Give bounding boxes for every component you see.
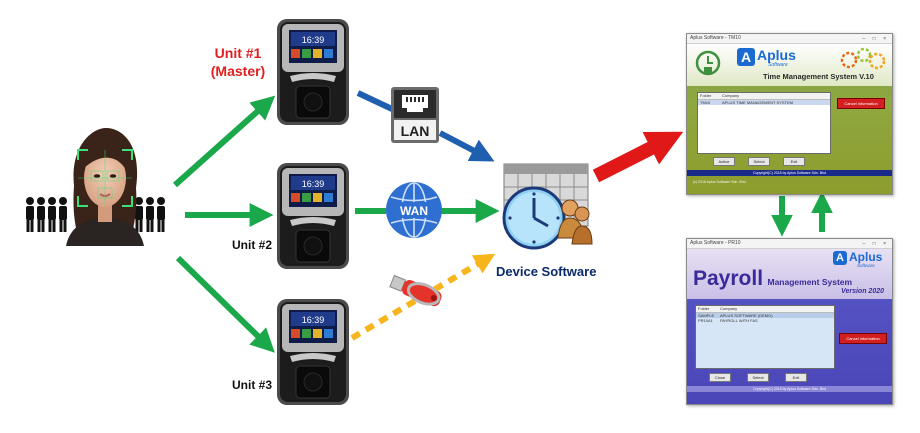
table-cell-folder: SAMPLE xyxy=(698,313,715,318)
globe-icon: WAN xyxy=(386,182,442,238)
window-title: Aplus Software - PR10 xyxy=(690,240,741,246)
time-company-table[interactable]: Folder Company TM10 APLUS TIME MANAGEMENT … xyxy=(697,92,831,154)
arrow-software-to-apps xyxy=(592,131,684,183)
unit-2-label: Unit #2 xyxy=(232,238,273,252)
payroll-status-bar: Copyright(C) 2019 by Aplus Software Sdn.… xyxy=(687,386,892,392)
aplus-a-icon: A xyxy=(737,48,755,66)
time-app-body: A Aplus Software Time Management System … xyxy=(687,44,892,194)
window-title: Aplus Software - TM10 xyxy=(690,35,741,41)
exit-button[interactable]: Exit xyxy=(785,373,807,382)
unit-1-role: (Master) xyxy=(210,63,266,79)
device-screen-time: 16:39 xyxy=(302,179,325,189)
table-cell-company: APLUS TIME MANAGEMENT SYSTEM xyxy=(722,100,793,105)
gears-logo-icon xyxy=(840,47,886,70)
table-row[interactable]: PR10A1 PAYROLL WITH FAS xyxy=(696,318,834,323)
wan-label: WAN xyxy=(400,204,428,218)
time-attendance-terminal-icon: 16:39 xyxy=(277,299,349,405)
time-management-window: Aplus Software - TM10 – □ × A Aplus Soft… xyxy=(686,33,893,195)
device-unit-3: 16:39 xyxy=(276,298,350,406)
device-unit-1: 16:39 xyxy=(276,18,350,126)
window-title-bar: Aplus Software - TM10 – □ × xyxy=(687,34,892,44)
unit-3-label: Unit #3 xyxy=(232,378,273,392)
active-button[interactable]: Active xyxy=(713,157,735,166)
payroll-app-header: A Aplus Software Payroll Management Syst… xyxy=(687,249,892,299)
exit-button[interactable]: Exit xyxy=(783,157,805,166)
device-software-icon xyxy=(496,160,594,254)
aplus-brand-sub: Software xyxy=(857,263,875,268)
table-cell-folder: TM10 xyxy=(700,100,711,105)
table-header-company: Company xyxy=(722,93,740,98)
table-cell-folder: PR10A1 xyxy=(698,318,713,323)
device-unit-2: 16:39 xyxy=(276,162,350,270)
table-header-folder: Folder xyxy=(698,306,710,311)
aplus-brand: Aplus xyxy=(849,250,883,264)
device-screen-time: 16:39 xyxy=(302,35,325,45)
aplus-brand-sub: Software xyxy=(768,62,788,68)
table-header-folder: Folder xyxy=(700,93,712,98)
face-scan-portrait xyxy=(62,126,148,246)
table-header: Folder Company xyxy=(696,306,834,313)
time-attendance-terminal-icon: 16:39 xyxy=(277,163,349,269)
aplus-a-icon: A xyxy=(833,251,847,265)
crowd-icon xyxy=(26,197,165,232)
close-button[interactable]: Close xyxy=(709,373,731,382)
clock-calendar-icon xyxy=(502,163,593,250)
payroll-version: Version 2020 xyxy=(841,288,884,295)
time-status-bar: Copyright(C) 2018 by Aplus Software Sdn.… xyxy=(687,170,892,176)
device-screen-time: 16:39 xyxy=(302,315,325,325)
ethernet-port-icon: LAN xyxy=(391,87,439,143)
arrow-person-to-unit3 xyxy=(175,255,275,353)
window-controls-icon[interactable]: – □ × xyxy=(862,241,889,247)
device-software-label: Device Software xyxy=(496,264,597,279)
payroll-title-rest: Management System xyxy=(767,277,853,287)
unit-1-name: Unit #1 xyxy=(214,45,262,61)
time-app-product-title: Time Management System V.10 xyxy=(763,72,874,81)
table-header: Folder Company xyxy=(698,93,830,100)
table-header-company: Company xyxy=(720,306,738,311)
select-button[interactable]: Select xyxy=(748,157,770,166)
lan-icon: LAN xyxy=(390,86,440,144)
time-attendance-terminal-icon: 16:39 xyxy=(277,19,349,125)
window-title-bar: Aplus Software - PR10 – □ × xyxy=(687,239,892,249)
window-controls-icon[interactable]: – □ × xyxy=(862,36,889,42)
unit-1-label: Unit #1 (Master) xyxy=(196,44,280,80)
select-button[interactable]: Select xyxy=(747,373,769,382)
payroll-management-window: Aplus Software - PR10 – □ × A Aplus Soft… xyxy=(686,238,893,405)
payroll-app-body: A Aplus Software Payroll Management Syst… xyxy=(687,249,892,404)
table-row[interactable]: SAMPLE APLUS SOFTWARE (DEMO) xyxy=(696,313,834,318)
arrow-person-to-unit1 xyxy=(173,95,276,188)
time-footer: (c) 2018 Aplus Software Sdn. Bhd. xyxy=(693,180,747,184)
payroll-title: Payroll Management System xyxy=(693,267,852,291)
table-row[interactable]: TM10 APLUS TIME MANAGEMENT SYSTEM xyxy=(698,100,830,105)
face-portrait-icon xyxy=(66,128,144,246)
usb-flash-drive-icon xyxy=(389,274,442,307)
table-cell-company: PAYROLL WITH FAS xyxy=(720,318,758,323)
wan-icon: WAN xyxy=(384,180,444,240)
cancel-information-button[interactable]: Cancel information xyxy=(837,98,885,109)
arrow-lan-to-software xyxy=(438,130,495,162)
usb-drive-icon xyxy=(388,274,450,310)
arrow-usb-dashed xyxy=(350,253,496,341)
aplus-brand: Aplus xyxy=(757,47,796,63)
cancel-information-button[interactable]: Cancel information xyxy=(839,333,887,344)
lan-label: LAN xyxy=(401,123,430,139)
payroll-company-table[interactable]: Folder Company SAMPLE APLUS SOFTWARE (DEMO… xyxy=(695,305,835,369)
payroll-title-main: Payroll xyxy=(693,267,764,290)
clock-user-logo-icon xyxy=(695,50,721,76)
time-app-header: A Aplus Software Time Management System … xyxy=(687,44,892,86)
table-cell-company: APLUS SOFTWARE (DEMO) xyxy=(720,313,773,318)
arrow-unit1-lan xyxy=(356,90,394,112)
